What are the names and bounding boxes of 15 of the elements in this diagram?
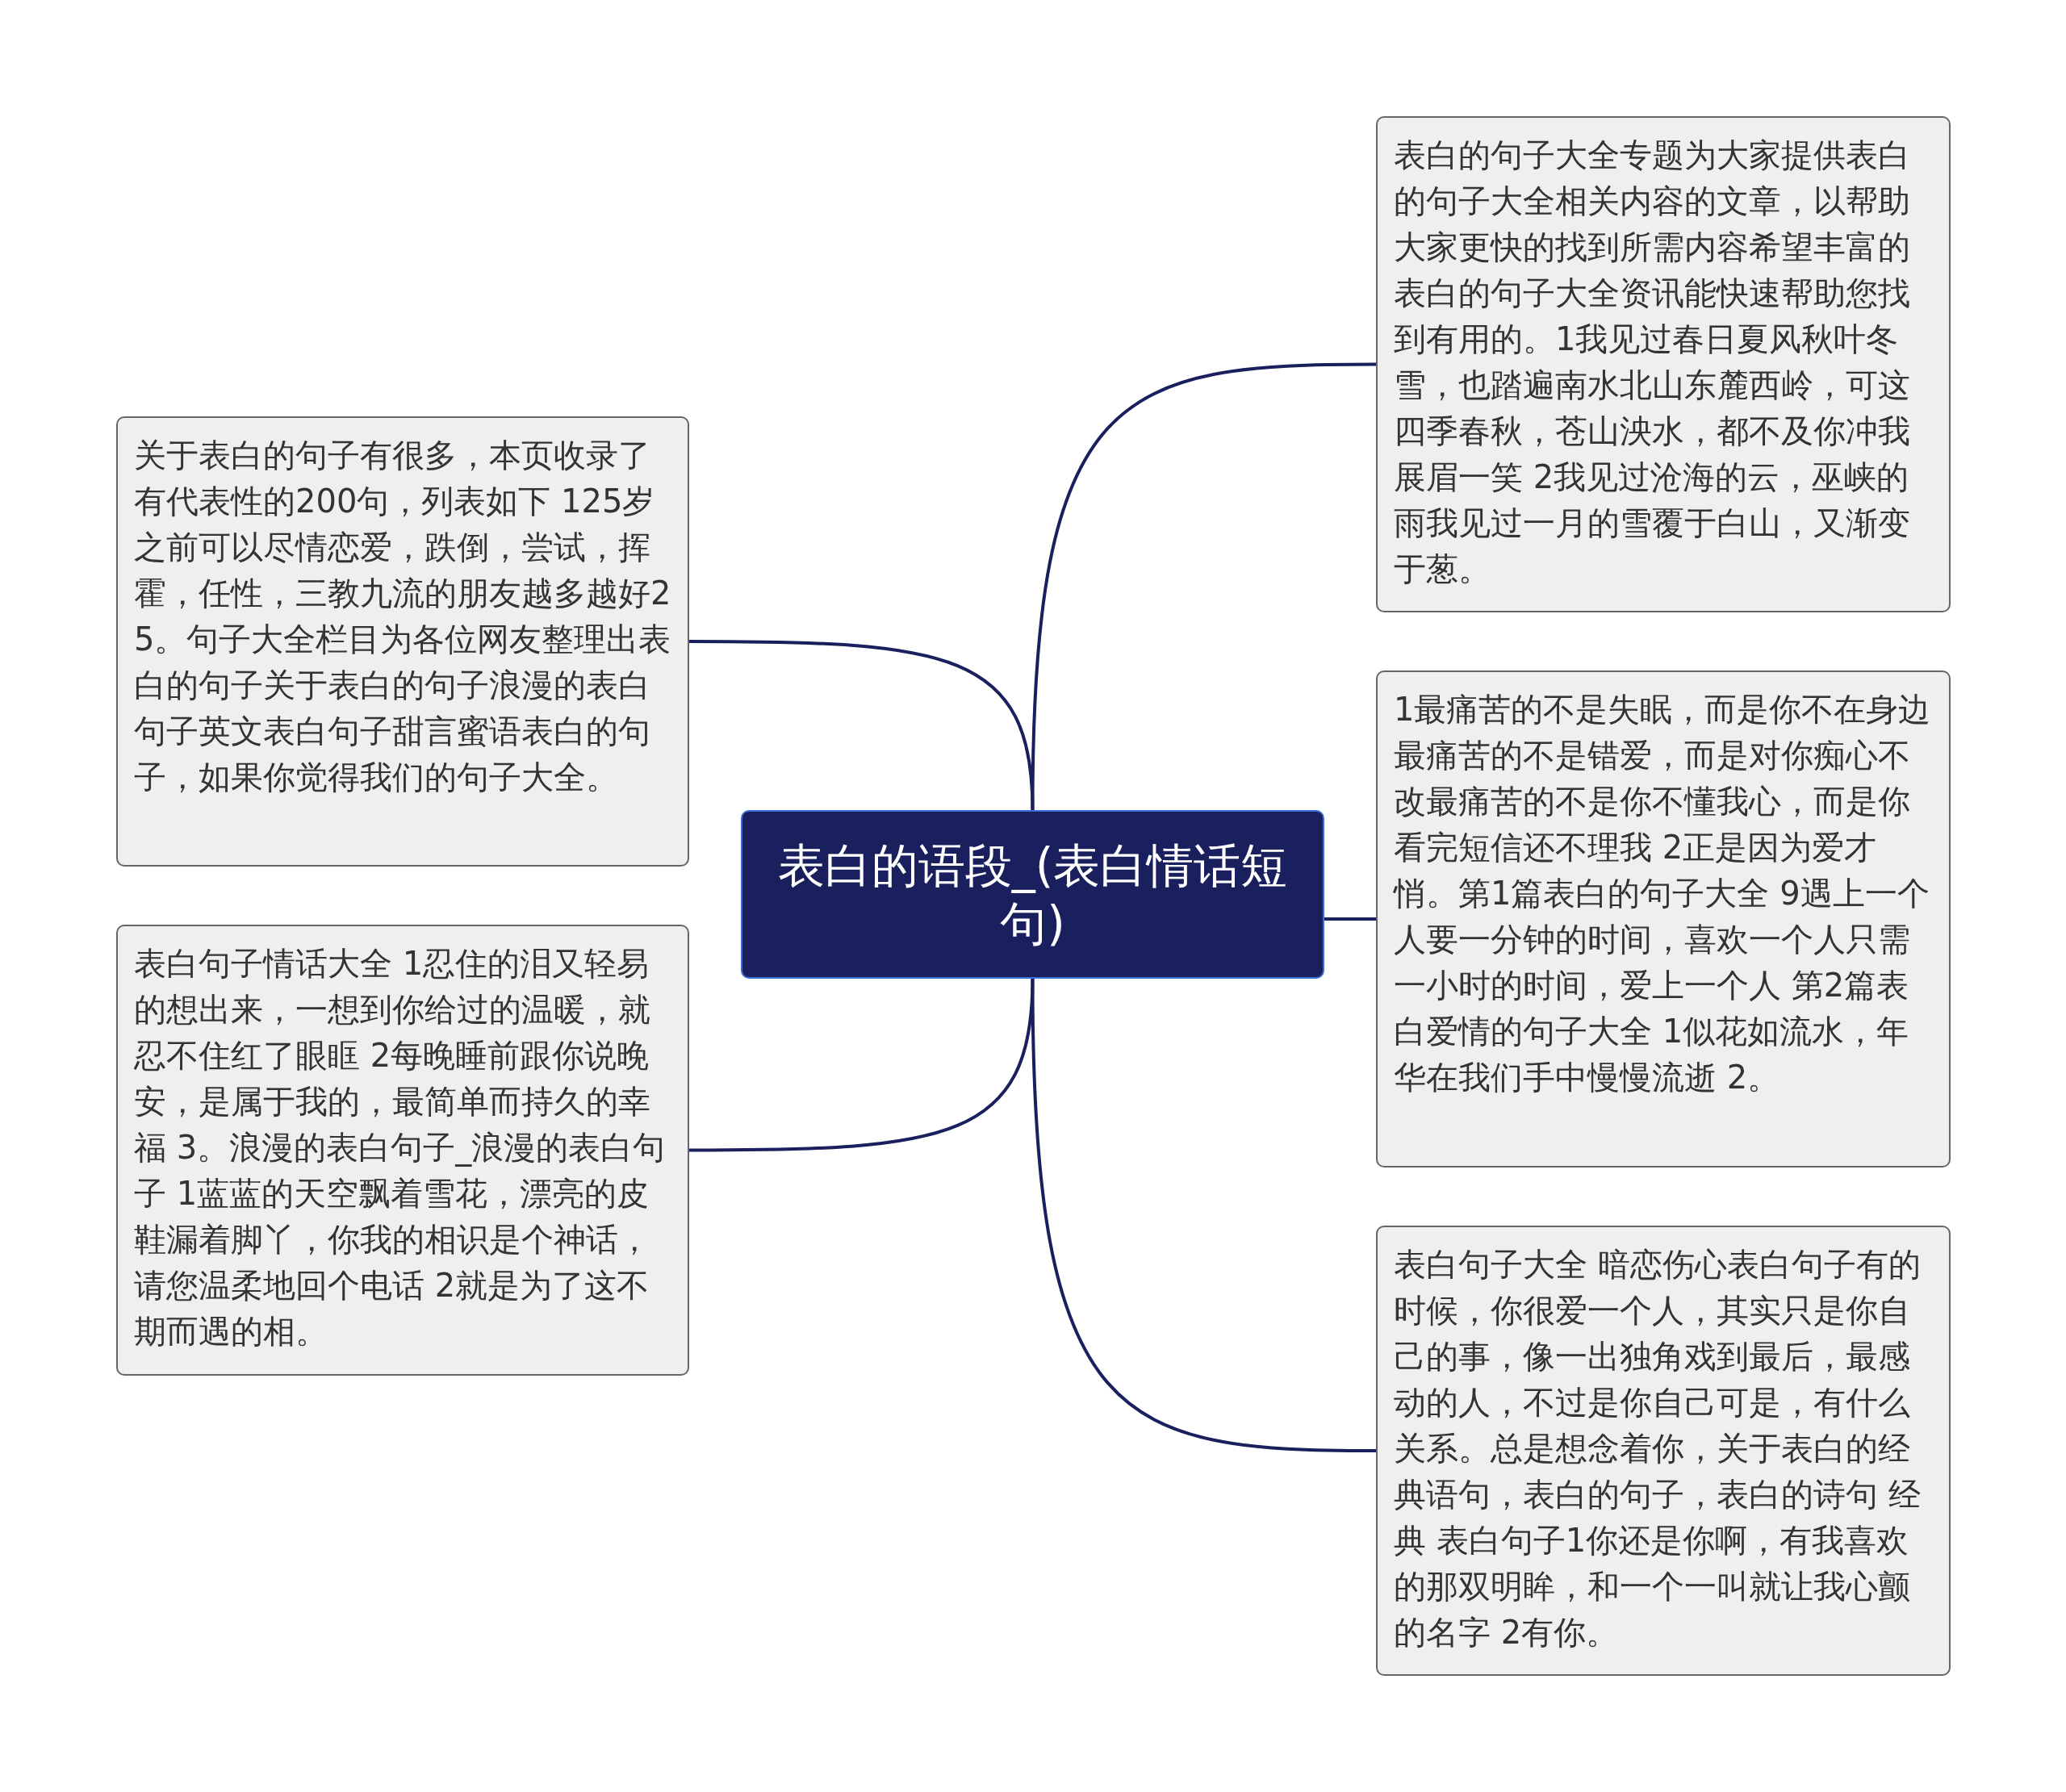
connector-line — [1324, 917, 1376, 921]
paragraph: 关于表白的句子有很多，本页收录了有代表性的200句，列表如下 125岁之前可以尽情恋爱，跌倒，尝试，挥霍，任性，三教九流的朋友越多越好25。句子大全栏目为各位网友整理出表白的句子关于表白的句子浪漫的表白句子英文表白句子甜言蜜语表白的句子，如果你觉得我们的句子大全。 — [134, 437, 671, 796]
paragraph: 1最痛苦的不是失眠，而是你不在身边最痛苦的不是错爱，而是对你痴心不改最痛苦的不是你不懂我心，而是你看完短信还不理我 2正是因为爱才悄。第1篇表白的句子大全 9遇上一个人要一分钟的时间，喜欢一个人只需一小时的时间，爱上一个人 第2篇表白爱情的句子大全 1似花如流水，年华在我们手中慢慢流逝 2。 — [1394, 691, 1931, 1096]
connector-line — [1031, 978, 1377, 1452]
paragraph: 表白句子情话大全 1忍住的泪又轻易的想出来，一想到你给过的温暖，就忍不住红了眼眶 2每晚睡前跟你说晚安，是属于我的，最简单而持久的幸福 3。浪漫的表白句子_浪漫的表白句子 1蓝蓝的天空飘着雪花，漂亮的皮鞋漏着脚丫，你我的相识是个神话，请您温柔地回个电话 2就是为了这不期而遇的相。 — [134, 945, 666, 1350]
text-box — [1376, 670, 1951, 1168]
paragraph: 表白的句子大全专题为大家提供表白的句子大全相关内容的文章，以帮助大家更快的找到所需内容希望丰富的表白的句子大全资讯能快速帮助您找到有用的。1我见过春日夏风秋叶冬雪，也踏遍南水北山东麓西岭，可这四季春秋，苍山泱水，都不及你冲我展眉一笑 2我见过沧海的云，巫峡的雨我见过一月的雪覆于白山，又渐变于葱。 — [1394, 136, 1910, 587]
text-box — [1376, 1226, 1951, 1676]
topic-title: 表白的语段_(表白情话短句) — [776, 837, 1289, 953]
text-box — [1376, 116, 1951, 612]
text-box — [116, 925, 689, 1376]
paragraph: 表白句子大全 暗恋伤心表白句子有的时候，你很爱一个人，其实只是你自己的事，像一出独角戏到最后，最感动的人，不过是你自己可是，有什么关系。总是想念着你，关于表白的经典语句，表白的句子，表白的诗句 经典 表白句子1你还是你啊，有我喜欢的那双明眸，和一个一叫就让我心颤的名字 2有你。 — [1394, 1246, 1921, 1651]
connector-line — [1031, 362, 1377, 811]
topic-box — [741, 810, 1324, 979]
text-box — [116, 416, 689, 867]
